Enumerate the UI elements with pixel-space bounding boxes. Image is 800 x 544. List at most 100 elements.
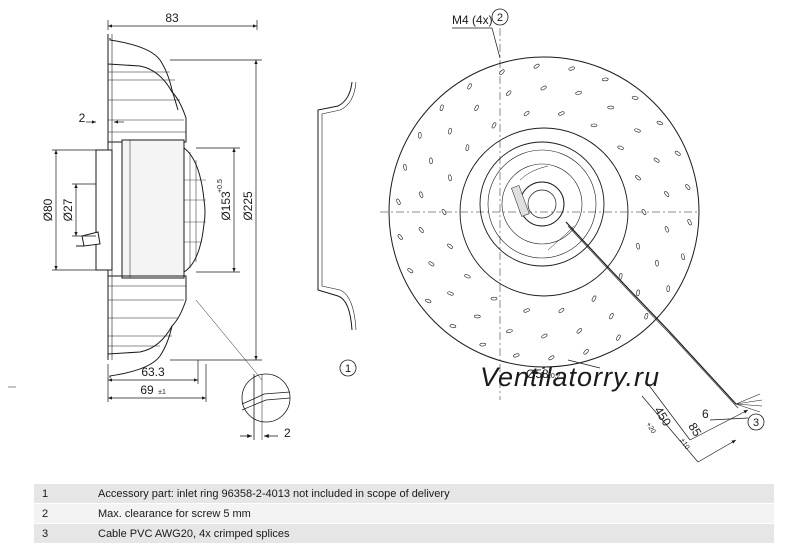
blade-slot [590,123,598,128]
blade-slot [575,91,582,95]
dim-2-detail: 2 [284,426,291,440]
side-view-dimensions [52,20,263,402]
dim-dia-58-tol: ±0.2 [547,373,561,380]
blade-slot [617,145,624,150]
blade-slot [558,111,565,116]
front-view-labels: M4 (4x) 2 Ø58 ±0.2 6 85 ±10 450 +20 3 [452,8,765,451]
dim-6: 6 [702,407,709,421]
blade-slot [407,268,414,274]
dim-dia-80: Ø80 [41,198,55,221]
note-row: 1 Accessory part: inlet ring 96358-2-401… [34,484,774,504]
blade-slot [448,127,452,135]
blade-slot [439,104,444,112]
blade-slot [425,298,432,304]
blade-slot [685,184,691,190]
svg-text:1: 1 [345,363,351,375]
dim-63-3: 63.3 [141,365,165,379]
blade-slot [631,96,639,100]
blade-slot [666,285,670,292]
blade-slot [540,85,547,91]
front-view [380,28,763,413]
blade-slot [653,157,660,163]
blade-slot [634,128,641,133]
note-number: 3 [34,523,92,544]
blade-slot [558,307,565,314]
svg-text:3: 3 [753,417,759,429]
blade-slot [523,110,530,117]
dim-85: 85 [685,420,704,439]
inlet-ring-profile [317,81,357,331]
note-row: 3 Cable PVC AWG20, 4x crimped splices [34,523,774,544]
blade-slot [479,342,487,347]
blade-slot [474,314,481,319]
front-view-dimensions [452,27,749,463]
dim-dia-27: Ø27 [61,198,75,221]
note-text: Cable PVC AWG20, 4x crimped splices [92,523,774,544]
blade-slot [513,353,520,358]
blade-slot [541,333,548,339]
blade-slot [418,227,424,233]
blade-slot [506,329,513,333]
blade-slot [636,289,640,297]
blade-slot [656,120,663,126]
svg-text:2: 2 [497,12,503,24]
blade-slot [607,105,614,110]
blade-slot [464,274,471,279]
blade-slot [465,144,470,151]
blade-slot [664,191,670,197]
blade-slot [548,355,555,361]
blade-slot [618,273,623,280]
note-text: Accessory part: inlet ring 96358-2-4013 … [92,484,774,504]
dim-dia-153-tol: +0.5 [217,179,224,193]
note-number: 2 [34,503,92,524]
blade-slot [447,243,453,249]
blade-slot [419,191,424,198]
notes-table: 1 Accessory part: inlet ring 96358-2-401… [34,484,774,544]
blade-slot [644,312,649,320]
blade-slots [396,63,692,361]
blade-slot [467,83,472,90]
blade-slot [601,77,609,82]
blade-slot [674,150,681,156]
blade-slot [523,308,530,313]
dim-450: 450 [651,404,674,429]
detail-view [240,373,291,440]
blade-slot [681,253,685,260]
blade-slot [428,261,435,267]
blade-slot [641,209,647,215]
blade-slot [664,226,669,233]
watermark: Ventilatorry.ru [480,362,660,392]
callout-3: 3 [747,413,765,431]
blade-slot [635,175,641,181]
dim-dia-225: Ø225 [241,191,255,221]
dim-69-tol: ±1 [158,389,166,396]
blade-slot [687,219,692,226]
blade-slot [448,174,452,182]
blade-slot [490,296,498,301]
blade-slot [447,291,454,296]
blade-slot [499,69,505,75]
side-view-labels: 83 2 Ø80 Ø27 Ø153 +0.5 Ø225 63.3 69 ±1 [41,11,255,397]
blade-slot [491,122,497,129]
note-text: Max. clearance for screw 5 mm [92,503,774,524]
note-row: 2 Max. clearance for screw 5 mm [34,503,774,524]
blade-slot [441,209,447,215]
blade-slot [533,63,540,69]
blade-slot [396,198,401,205]
callout-2: 2 [491,8,509,26]
blade-slot [397,234,403,240]
dim-85-tol: ±10 [678,437,690,451]
dim-83: 83 [165,11,179,25]
callout-1: 1 [339,359,357,377]
dim-450-tol: +20 [644,421,656,435]
blade-slot [636,242,640,250]
blade-slot [449,324,457,328]
blade-slot [429,157,433,165]
side-view [76,34,206,378]
blade-slot [655,259,659,267]
dim-69: 69 [140,383,154,397]
blade-slot [506,90,512,96]
blade-slot [568,66,575,71]
blade-slot [583,349,589,355]
dim-2-top: 2 [79,111,86,125]
